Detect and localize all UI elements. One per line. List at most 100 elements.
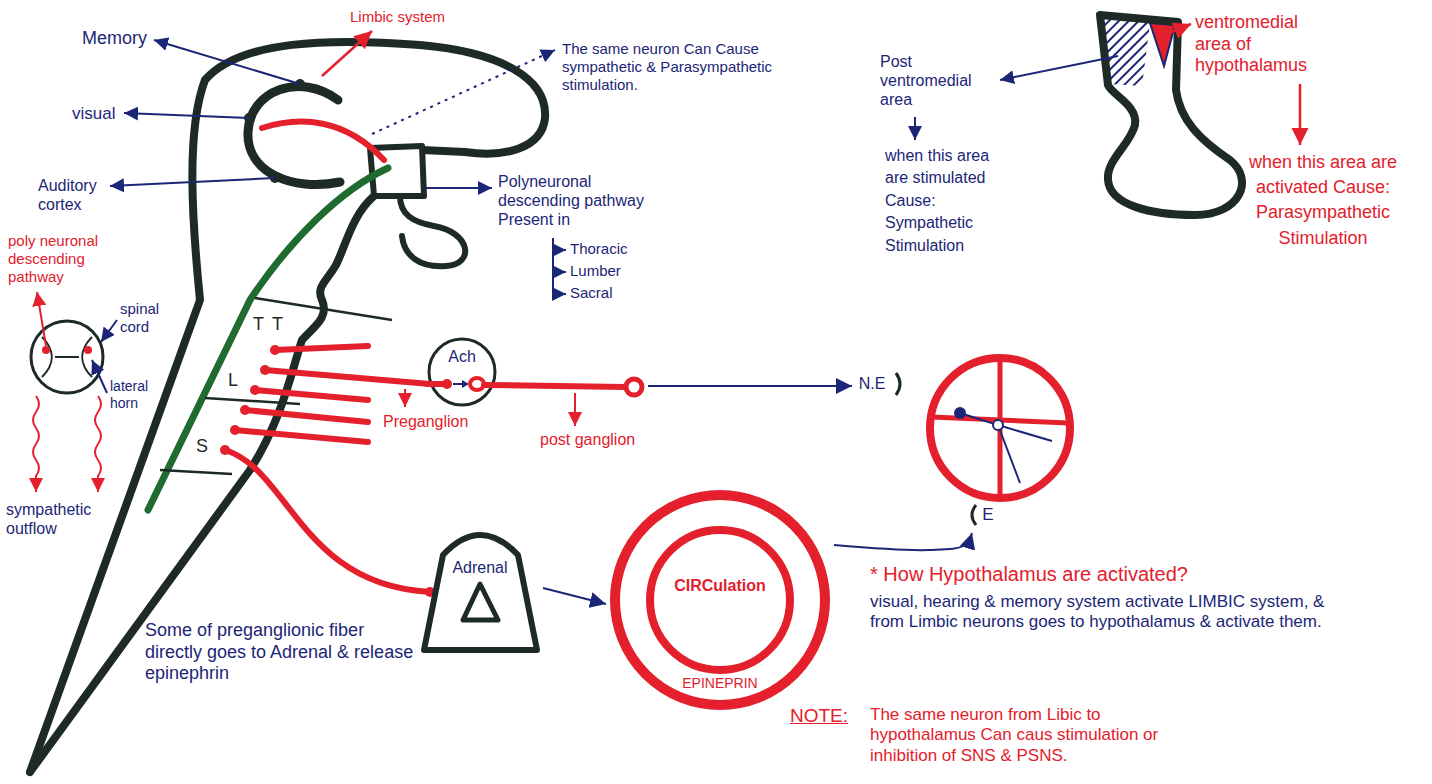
- area-name: Limbic system: [350, 8, 445, 26]
- text-holder: Sacral: [570, 284, 613, 302]
- text-holder: Thoracic: [570, 240, 628, 258]
- text-holder: T: [272, 314, 283, 336]
- text-holder: Some of preganglionic fiber directly goe…: [145, 620, 415, 685]
- ventromedial-area: [1150, 23, 1175, 66]
- note-heading: NOTE:: [790, 705, 848, 728]
- region-name: CIRCulation: [674, 576, 766, 595]
- text-holder: S: [196, 436, 208, 458]
- limbic-arc: [248, 87, 340, 185]
- outflow-wave: [95, 396, 101, 492]
- part-name: sympathetic outflow: [6, 500, 106, 538]
- leader-line: [322, 31, 372, 76]
- text-holder: sympathetic outflow: [6, 500, 106, 538]
- bracket-line: [552, 238, 554, 294]
- part-name: lateral horn: [110, 378, 160, 412]
- leader-line: [154, 40, 300, 84]
- area-name: ventromedial area of hypothalamus: [1195, 12, 1325, 77]
- leader-line: [404, 389, 406, 407]
- axon-terminal: [626, 379, 642, 395]
- segment-letter: S: [196, 436, 208, 458]
- transmission-arrow: [453, 383, 463, 385]
- text-holder: L: [228, 370, 238, 392]
- text-holder: T: [253, 314, 264, 336]
- preganglionic-fiber: [427, 381, 442, 387]
- heart-symbol-shape: [852, 345, 1078, 533]
- adrenal-gland: Adrenal: [418, 520, 543, 655]
- lateral-horn-cell: [230, 425, 240, 435]
- preganglionic-fiber: [265, 370, 430, 384]
- text-holder: The same neuron from Libic to hypothalam…: [870, 705, 1170, 766]
- text-holder: ventromedial area of hypothalamus: [1195, 12, 1325, 77]
- brain-outline: [30, 42, 545, 772]
- area-name: Post ventromedial area: [880, 52, 995, 110]
- heart-septum: [932, 360, 1068, 496]
- lateral-horn-cell: [270, 345, 280, 355]
- postganglionic-fiber: [484, 385, 625, 387]
- brainstem-outline: [30, 196, 374, 772]
- limbic-neuron: [262, 122, 384, 160]
- lateral-horn-cell: [42, 346, 50, 354]
- segment-letter: L: [228, 370, 238, 392]
- synaptic-knob: [442, 379, 452, 389]
- text-holder: The same neuron Can Cause sympathetic & …: [562, 40, 807, 94]
- neurotransmitter-label: Ach: [448, 347, 476, 366]
- leader-line: [101, 320, 117, 342]
- text-holder: Lumber: [570, 262, 621, 280]
- adrenal-gland-shape: [418, 520, 543, 655]
- preganglionic-fiber: [235, 430, 368, 442]
- text-holder: NOTE:: [790, 705, 848, 728]
- leader-line: [914, 117, 916, 140]
- lateral-horn-cell: [220, 445, 230, 455]
- note-body: visual, hearing & memory system activate…: [870, 592, 1340, 633]
- ganglion-circle: Ach: [422, 332, 648, 412]
- descending-pathway: [148, 168, 388, 510]
- lateral-horn-cell: [260, 365, 270, 375]
- ganglion-outline: [429, 339, 495, 405]
- cord-section: [31, 321, 103, 393]
- grey-matter: [42, 337, 92, 377]
- area-name: Auditory cortex: [38, 176, 130, 214]
- annotation-text: Polyneuronal descending pathway Present …: [498, 172, 663, 230]
- text-holder: when this area are activated Cause: Para…: [1248, 150, 1398, 251]
- text-holder: Adrenal: [452, 558, 507, 577]
- text-holder: Auditory cortex: [38, 176, 130, 214]
- text-holder: when this area are stimulated Cause: Sym…: [885, 145, 1015, 257]
- lateral-horn-cell: [250, 385, 260, 395]
- connector-arrow: [648, 385, 852, 387]
- area-name: visual: [72, 104, 115, 124]
- adrenal-outline: [424, 535, 537, 650]
- ganglion-circle-shape: [422, 332, 648, 412]
- hormone-label: EPINEPRIN: [680, 675, 759, 692]
- area-name: Memory: [82, 28, 147, 50]
- receptor-bracket: [972, 505, 976, 525]
- pathway-name: poly neuronal descending pathway: [8, 232, 128, 286]
- text-holder: N.E: [859, 374, 886, 393]
- adrenal-medulla: [463, 584, 498, 620]
- dotted-leader: [372, 50, 555, 134]
- heart-outline: [930, 358, 1070, 498]
- segment-letter: T: [253, 314, 264, 336]
- conduction-path: [960, 413, 1052, 483]
- text-holder: Preganglion: [383, 412, 468, 431]
- lateral-horn-cell: [84, 346, 92, 354]
- transmission-arrowhead: [462, 380, 469, 388]
- text-holder: visual: [72, 104, 115, 124]
- leader-line: [553, 271, 566, 273]
- outflow-wave: [33, 396, 39, 492]
- cell-group: [220, 345, 435, 597]
- heart-symbol: N.E E: [852, 345, 1078, 533]
- connector-arrow: [543, 588, 606, 604]
- leader-line: [574, 393, 576, 426]
- part-name: post ganglion: [540, 430, 635, 449]
- preganglionic-fiber: [245, 410, 368, 422]
- part-name: spinal cord: [120, 300, 176, 336]
- segment-name: Sacral: [570, 284, 613, 302]
- part-name: Preganglion: [383, 412, 468, 431]
- leader-line: [1000, 56, 1118, 80]
- leader-line: [110, 178, 275, 186]
- hormone-label: E: [982, 505, 993, 525]
- leader-line: [1172, 24, 1191, 32]
- text-holder: lateral horn: [110, 378, 160, 412]
